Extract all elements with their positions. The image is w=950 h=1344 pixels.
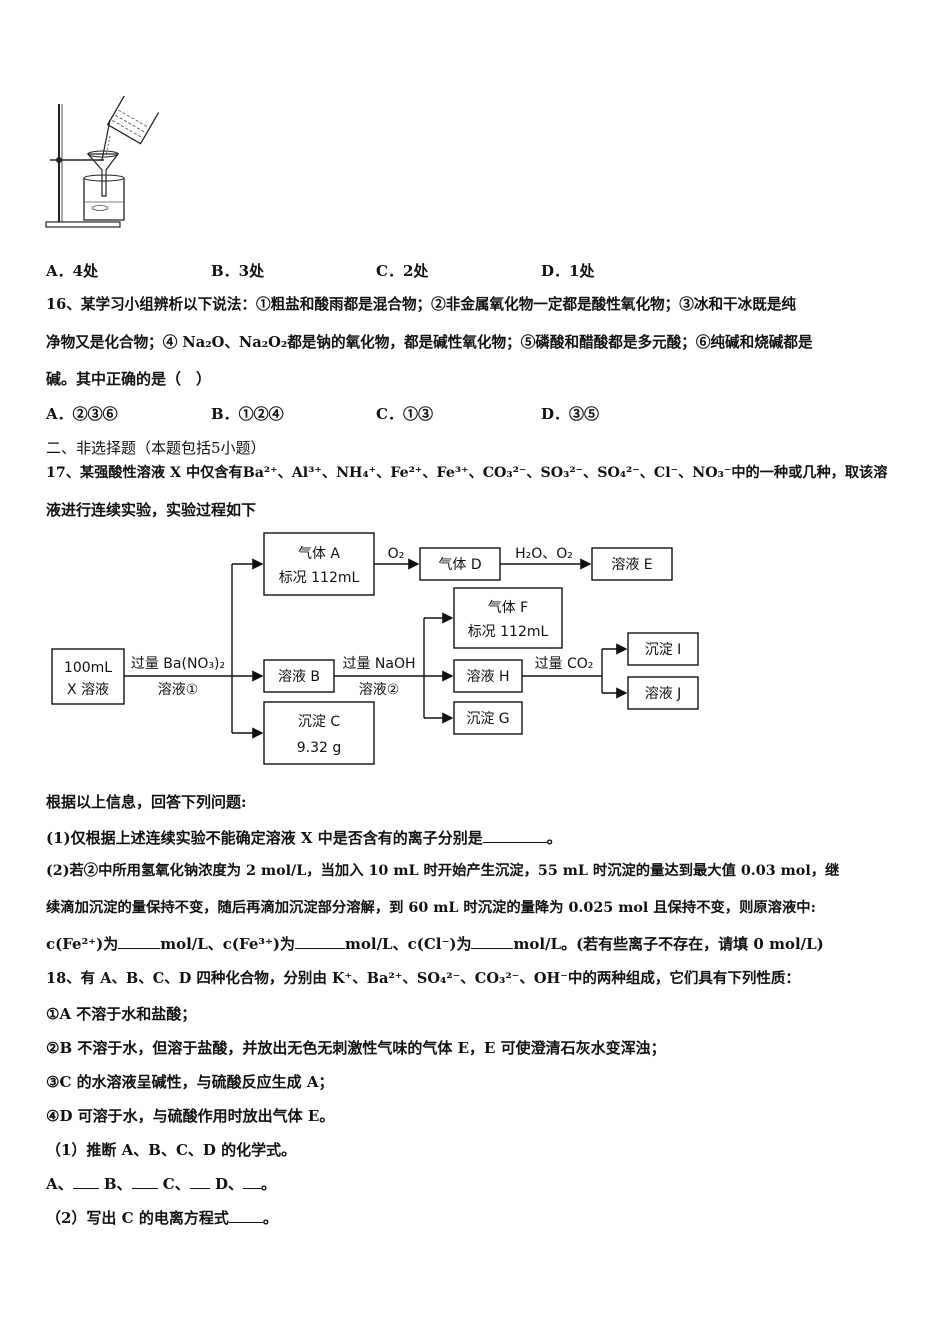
q18-property-2: ②B 不溶于水，但溶于盐酸，并放出无色无刺激性气味的气体 E，E 可使澄清石灰水… <box>46 1039 666 1057</box>
precip-i-label: 沉淀 I <box>645 642 682 658</box>
q18-sub-2-blank[interactable] <box>228 1208 263 1223</box>
q18-answer-d-label: D、 <box>214 1175 243 1193</box>
q18-sub-1: （1）推断 A、B、C、D 的化学式。 <box>46 1141 297 1159</box>
reagent-1-label-2: 溶液① <box>158 682 199 698</box>
q16-option-c: C．①③ <box>376 405 433 423</box>
gas-d-label: 气体 D <box>438 557 481 573</box>
precip-c-label-1: 沉淀 C <box>298 714 340 730</box>
q17-intro: 根据以上信息，回答下列问题: <box>46 793 247 811</box>
q18-sub-2-end: 。 <box>262 1209 278 1227</box>
gas-f-label-1: 气体 F <box>488 600 529 616</box>
q17-fe3-blank[interactable] <box>295 934 345 949</box>
solution-e-label: 溶液 E <box>611 557 652 573</box>
q17-sub-1-blank[interactable] <box>482 828 547 843</box>
co2-label: 过量 CO₂ <box>535 656 594 672</box>
precip-c-label-2: 9.32 g <box>297 740 342 756</box>
q17-ion-list: Ba²⁺、Al³⁺、NH₄⁺、Fe²⁺、Fe³⁺、CO₃²⁻、SO₃²⁻、SO₄… <box>242 465 732 481</box>
q17-cl-label: mol/L、c(Cl⁻)为 <box>345 935 472 953</box>
x-solution-label-1: 100mL <box>64 660 112 676</box>
q17-sub-2-line-3: c(Fe²⁺)为 mol/L、c(Fe³⁺)为 mol/L、c(Cl⁻)为 mol/L… <box>46 934 824 954</box>
solution-h-label: 溶液 H <box>467 669 510 685</box>
q17-sub-1-text: (1)仅根据上述连续实验不能确定溶液 X 中是否含有的离子分别是 <box>46 829 483 847</box>
precip-g-label: 沉淀 G <box>466 711 509 727</box>
q17-fe3-label: mol/L、c(Fe³⁺)为 <box>160 935 295 953</box>
q16-option-b: B．①②④ <box>211 405 284 423</box>
q18-answer-b-label: B、 <box>103 1175 132 1193</box>
box-solution-j <box>627 676 699 710</box>
box-precip-i <box>627 632 699 666</box>
box-solution-e <box>591 547 673 581</box>
q16-option-d: D．③⑤ <box>541 405 600 423</box>
q18-answer-a-label: A、 <box>46 1175 73 1193</box>
q18-answer-c-blank[interactable] <box>189 1174 210 1189</box>
q17-sub-1-end: 。 <box>546 829 562 847</box>
gas-a-label-2: 标况 112mL <box>279 570 360 586</box>
q17-sub-2-line-2: 续滴加沉淀的量保持不变，随后再滴加沉淀部分溶解，到 60 mL 时沉淀的量降为 … <box>46 900 816 916</box>
q17-line-2: 液进行连续实验，实验过程如下 <box>46 501 257 519</box>
q17-sub-2-line-1: (2)若②中所用氢氧化钠浓度为 2 mol/L，当加入 10 mL 时开始产生沉… <box>46 863 840 879</box>
q17-sub-2-note: mol/L。(若有些离子不存在，请填 0 mol/L) <box>513 935 824 953</box>
reagent-2-label-2: 溶液② <box>359 682 400 698</box>
q17-sub-1: (1)仅根据上述连续实验不能确定溶液 X 中是否含有的离子分别是 。 <box>46 828 562 848</box>
box-precip-c <box>263 701 375 765</box>
q18-answer-b-blank[interactable] <box>131 1174 158 1189</box>
box-precip-g <box>453 701 523 735</box>
solution-j-label: 溶液 J <box>645 686 682 702</box>
q17-line-1: 17、某强酸性溶液 X 中仅含有Ba²⁺、Al³⁺、NH₄⁺、Fe²⁺、Fe³⁺… <box>46 463 887 483</box>
q18-line-1: 18、有 A、B、C、D 四种化合物，分别由 K⁺、Ba²⁺、SO₄²⁻、CO₃… <box>46 970 800 987</box>
q16-option-a: A．②③⑥ <box>46 405 118 423</box>
q15-option-b: B．3处 <box>211 262 265 280</box>
section-2-heading: 二、非选择题（本题包括5小题） <box>46 439 266 457</box>
q16-line-1: 16、某学习小组辨析以下说法：①粗盐和酸雨都是混合物；②非金属氧化物一定都是酸性… <box>46 296 797 313</box>
q15-option-a: A．4处 <box>46 262 99 280</box>
box-gas-f <box>453 587 563 649</box>
q18-sub-2-text: （2）写出 C 的电离方程式 <box>46 1209 229 1227</box>
gas-f-label-2: 标况 112mL <box>468 624 549 640</box>
gas-a-label-1: 气体 A <box>298 546 340 562</box>
q15-option-d: D．1处 <box>541 262 595 280</box>
q18-answer-a-blank[interactable] <box>72 1174 99 1189</box>
q18-property-4: ④D 可溶于水，与硫酸作用时放出气体 E。 <box>46 1107 335 1125</box>
q18-property-3: ③C 的水溶液呈碱性，与硫酸反应生成 A； <box>46 1073 334 1091</box>
o2-label: O₂ <box>388 546 405 562</box>
reagent-2-label-1: 过量 NaOH <box>342 656 415 672</box>
q17-fe2-blank[interactable] <box>118 934 161 949</box>
q16-line-3: 碱。其中正确的是（ ） <box>46 370 212 388</box>
q17-flow-diagram: 100mL X 溶液 过量 Ba(NO₃)₂ 溶液① 气体 A 标况 112mL… <box>51 532 699 765</box>
q17-line-1-suffix: 中的一种或几种，取该溶 <box>731 465 888 481</box>
q17-line-1-prefix: 17、某强酸性溶液 X 中仅含有 <box>46 465 243 481</box>
q18-sub-2: （2）写出 C 的电离方程式 。 <box>46 1208 278 1228</box>
reagent-1-label-1: 过量 Ba(NO₃)₂ <box>131 656 225 672</box>
q16-line-2: 净物又是化合物；④ Na₂O、Na₂O₂都是钠的氧化物，都是碱性氧化物；⑤磷酸和… <box>46 334 813 351</box>
q18-answer-c-label: C、 <box>162 1175 190 1193</box>
q18-property-1: ①A 不溶于水和盐酸； <box>46 1005 197 1023</box>
q17-cl-blank[interactable] <box>471 934 514 949</box>
q17-fe2-label: c(Fe²⁺)为 <box>46 935 119 953</box>
q18-answer-end: 。 <box>261 1175 277 1193</box>
q18-sub-1-answers: A、 B、 C、 D、。 <box>46 1174 276 1194</box>
h2o-o2-label: H₂O、O₂ <box>515 546 573 562</box>
solution-b-label: 溶液 B <box>278 669 320 685</box>
q18-answer-d-blank[interactable] <box>243 1174 261 1189</box>
filtration-apparatus-figure <box>45 96 160 228</box>
x-solution-label-2: X 溶液 <box>67 682 109 698</box>
q15-option-c: C．2处 <box>376 262 429 280</box>
